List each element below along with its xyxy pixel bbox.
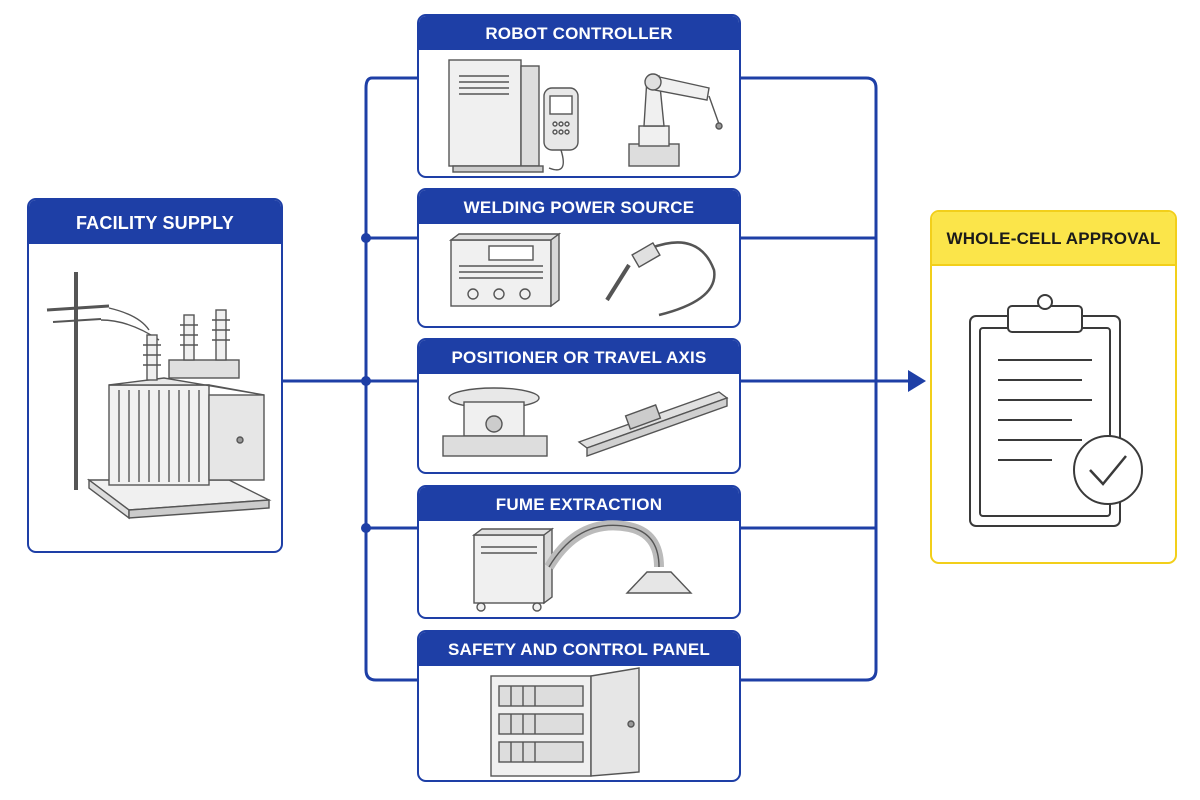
fume-extraction-card: FUME EXTRACTION (417, 485, 741, 619)
fume-extraction-title: FUME EXTRACTION (419, 487, 739, 521)
bus-right (740, 76, 878, 682)
fume-extraction-illustration (471, 520, 693, 612)
positioner-icon (442, 387, 548, 457)
transformer-icon (46, 272, 272, 520)
whole-cell-approval-title: WHOLE-CELL APPROVAL (932, 212, 1175, 266)
fume-extractor-icon (471, 520, 693, 612)
safety-control-panel-illustration (490, 667, 640, 777)
teach-pendant-icon (543, 87, 579, 171)
welding-power-source-card: WELDING POWER SOURCE (417, 188, 741, 328)
positioner-travel-axis-title: POSITIONER OR TRAVEL AXIS (419, 340, 739, 374)
robot-controller-title: ROBOT CONTROLLER (419, 16, 739, 50)
linear-rail-icon (577, 391, 729, 457)
junction-dot (361, 523, 371, 533)
facility-supply-card: FACILITY SUPPLY (27, 198, 283, 553)
junction-dot (361, 376, 371, 386)
robot-controller-illustration (448, 59, 723, 173)
whole-cell-approval-card: WHOLE-CELL APPROVAL (930, 210, 1177, 564)
safety-control-panel-card: SAFETY AND CONTROL PANEL (417, 630, 741, 782)
welding-machine-icon (448, 232, 562, 308)
arrow-head-icon (908, 370, 926, 392)
positioner-travel-axis-card: POSITIONER OR TRAVEL AXIS (417, 338, 741, 474)
robot-arm-icon (628, 73, 723, 167)
control-panel-icon (490, 667, 640, 777)
welding-power-source-title: WELDING POWER SOURCE (419, 190, 739, 224)
bus-left (364, 76, 418, 682)
safety-control-panel-title: SAFETY AND CONTROL PANEL (419, 632, 739, 666)
junction-dot (361, 233, 371, 243)
positioner-illustration (442, 387, 729, 457)
clipboard-check-icon (969, 294, 1143, 527)
welding-power-source-illustration (448, 232, 716, 317)
facility-supply-title: FACILITY SUPPLY (29, 200, 281, 244)
welding-torch-icon (605, 241, 716, 317)
controller-cabinet-icon (448, 59, 544, 173)
robot-controller-card: ROBOT CONTROLLER (417, 14, 741, 178)
